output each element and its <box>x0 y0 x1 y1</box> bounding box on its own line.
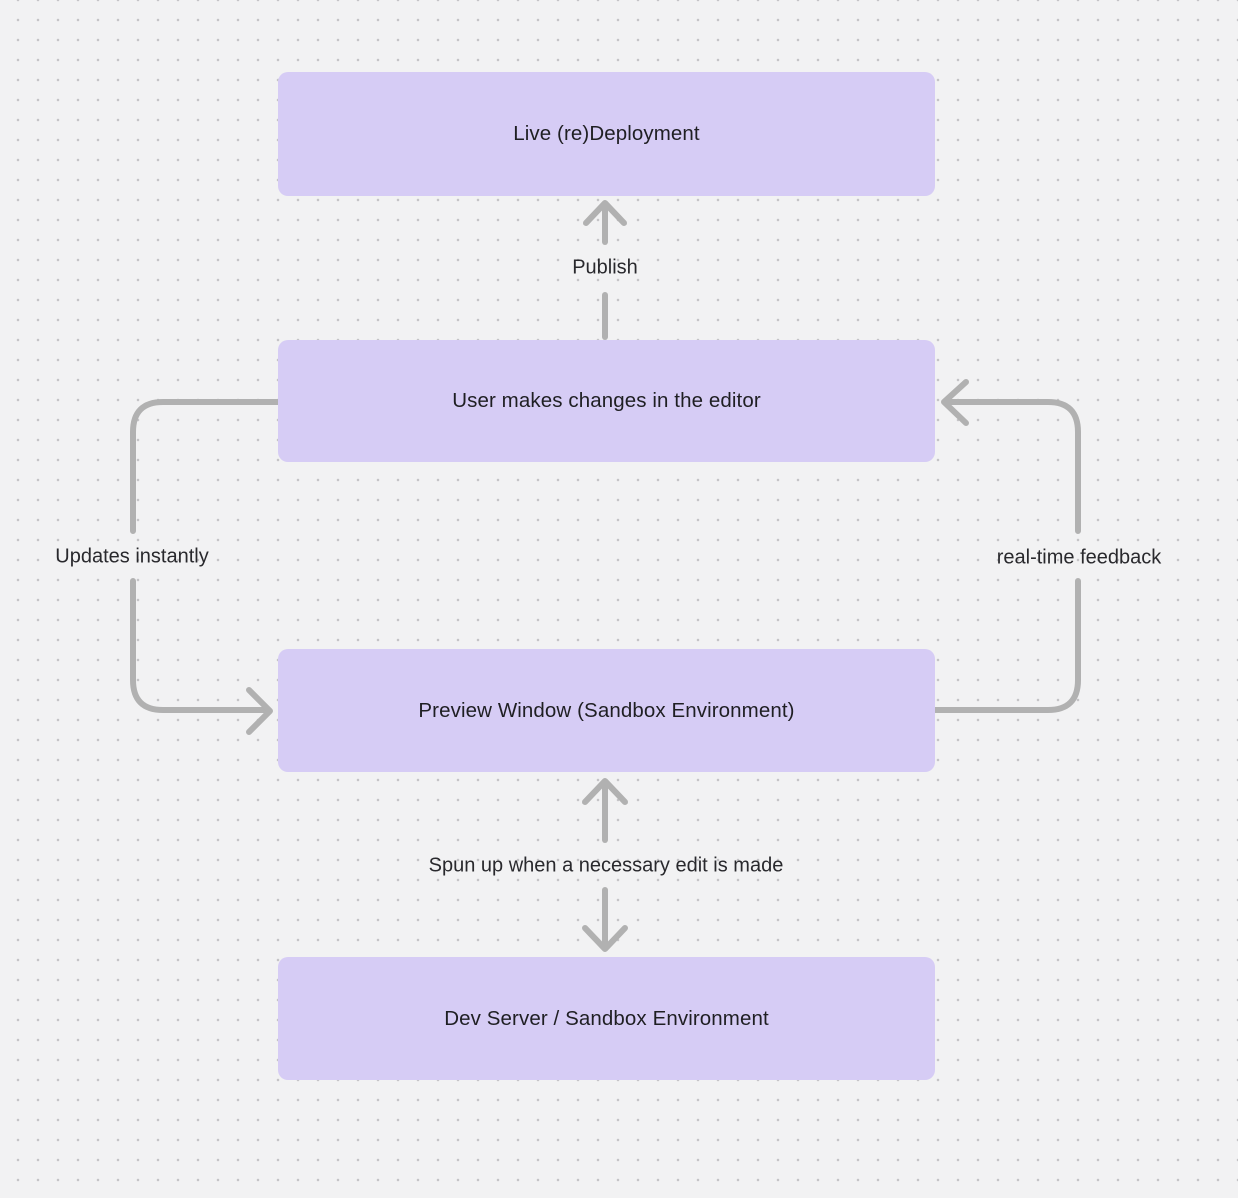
node-preview-window: Preview Window (Sandbox Environment) <box>278 649 935 772</box>
edge-label-publish: Publish <box>572 256 638 279</box>
node-dev-server-label: Dev Server / Sandbox Environment <box>444 1006 769 1030</box>
edge-label-spun-up: Spun up when a necessary edit is made <box>428 854 784 877</box>
edge-label-updates-instantly: Updates instantly <box>55 545 209 568</box>
node-live-deployment: Live (re)Deployment <box>278 72 935 196</box>
node-live-deployment-label: Live (re)Deployment <box>513 122 700 145</box>
node-user-editor: User makes changes in the editor <box>278 340 935 462</box>
node-dev-server: Dev Server / Sandbox Environment <box>278 957 935 1080</box>
node-user-editor-label: User makes changes in the editor <box>452 389 761 412</box>
node-preview-window-label: Preview Window (Sandbox Environment) <box>418 698 795 722</box>
edge-label-real-time-feedback: real-time feedback <box>996 546 1162 569</box>
